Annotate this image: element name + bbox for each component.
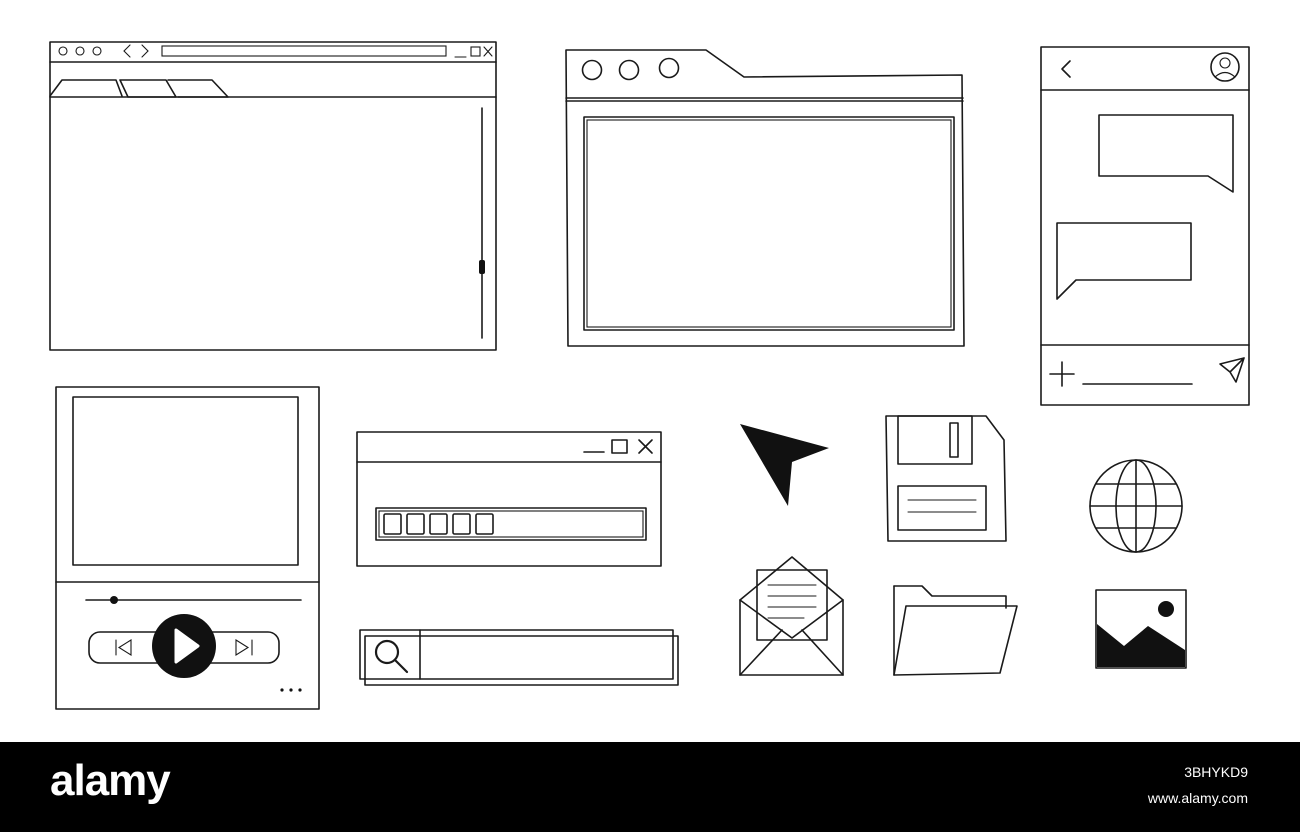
globe-icon — [1089, 459, 1183, 553]
progress-block — [452, 513, 471, 535]
window-dot — [581, 59, 603, 81]
plus-icon — [1049, 361, 1075, 387]
close-icon — [638, 439, 653, 454]
search-bar — [359, 629, 679, 686]
send-icon — [1219, 357, 1245, 383]
cursor-arrow-icon — [740, 424, 829, 506]
progress-block — [475, 513, 494, 535]
image-icon — [1095, 589, 1187, 669]
browser-window — [49, 41, 497, 351]
site-url: www.alamy.com — [1147, 790, 1248, 806]
chevron-left-icon — [1061, 60, 1071, 78]
chat-bubble-incoming — [1098, 114, 1234, 193]
video-player-window — [55, 386, 320, 710]
skip-previous-icon — [115, 639, 132, 656]
window-dot — [658, 57, 680, 79]
content-area — [583, 116, 955, 331]
play-icon — [174, 628, 200, 664]
search-icon — [374, 639, 409, 674]
phone-chat-window — [1040, 46, 1250, 406]
progress-block — [383, 513, 402, 535]
maximize-icon — [611, 439, 628, 454]
folder-icon — [893, 585, 1018, 676]
address-bar — [161, 45, 447, 57]
progress-knob — [110, 596, 118, 604]
progress-block — [406, 513, 425, 535]
close-icon — [483, 46, 493, 57]
maximize-icon — [470, 46, 481, 57]
brand-logo: alamy — [50, 756, 171, 805]
window-dot — [618, 59, 640, 81]
sketch-canvas — [49, 41, 1250, 710]
scrollbar-thumb — [479, 260, 485, 274]
video-screen — [72, 396, 299, 566]
nav-back-icon — [123, 44, 131, 58]
image-id: 3BHYKD9 — [1184, 764, 1248, 780]
chat-bubble-outgoing — [1056, 222, 1192, 300]
more-dots-icon — [280, 688, 302, 692]
progress-block — [429, 513, 448, 535]
tab-active — [49, 79, 123, 97]
skip-next-icon — [235, 639, 253, 656]
envelope-icon — [739, 556, 844, 676]
footer-banner: alamy 3BHYKD9 www.alamy.com — [0, 742, 1300, 832]
window-controls — [58, 46, 102, 56]
floppy-disk-icon — [885, 415, 1007, 542]
folder-window — [565, 49, 965, 347]
tab — [167, 79, 229, 98]
progress-bar — [375, 507, 647, 541]
progress-blocks — [383, 513, 494, 535]
nav-forward-icon — [141, 44, 149, 58]
tab — [119, 79, 177, 98]
user-avatar-icon — [1210, 52, 1240, 82]
loading-dialog — [356, 431, 662, 567]
